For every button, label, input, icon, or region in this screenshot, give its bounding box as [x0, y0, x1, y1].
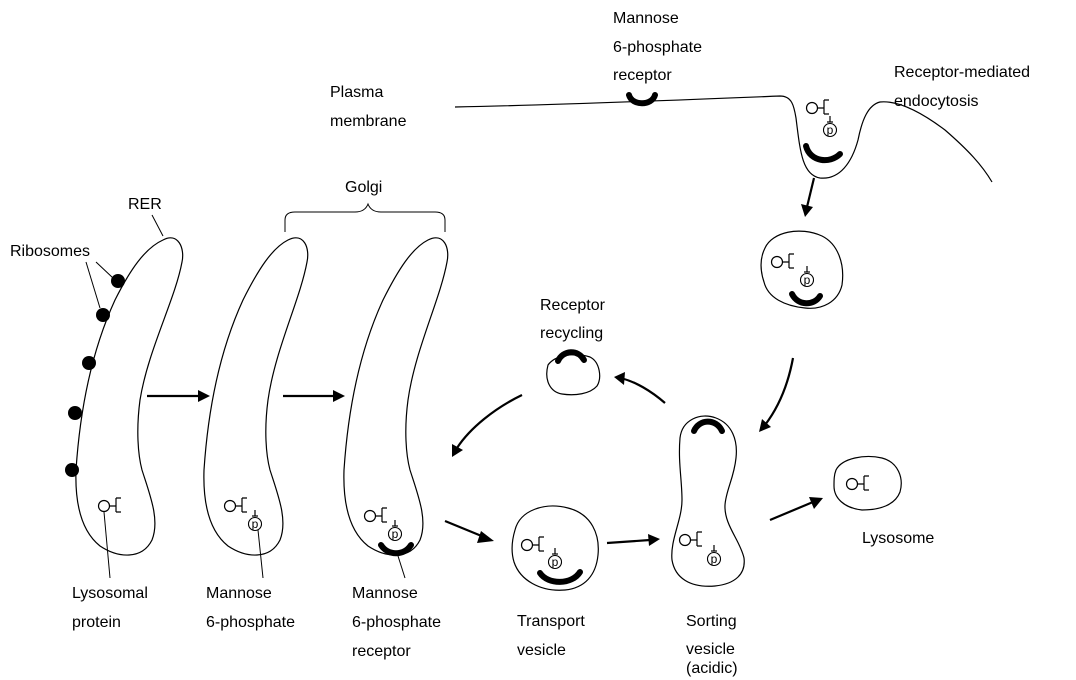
sorting-vesicle-protein: [680, 532, 703, 546]
label-golgi: Golgi: [345, 179, 382, 196]
label-mannose-6-phosphate-receptor: Mannose 6-phosphate receptor: [352, 585, 445, 660]
golgi-cisterna-2: [344, 238, 448, 555]
arrow-transport-to-sorting: [607, 534, 660, 546]
lysosome: [834, 457, 901, 511]
ribosome: [82, 356, 96, 370]
transport-vesicle-receptor: [540, 572, 580, 582]
ribosome: [68, 406, 82, 420]
golgi-brace: [285, 204, 445, 232]
label-lysosomal-protein: Lysosomal protein: [72, 585, 152, 631]
leader-ribosome-1: [96, 262, 113, 278]
phosphate-label: p: [392, 527, 399, 541]
phosphate-label: p: [827, 123, 834, 137]
leader-ribosome-2: [86, 262, 100, 308]
label-plasma-membrane: Plasma membrane: [330, 84, 407, 130]
label-receptor-mediated-endocytosis: Receptor-mediated endocytosis: [894, 64, 1035, 110]
rer-lysosomal-protein: [99, 498, 122, 512]
label-rer: RER: [128, 196, 162, 213]
arrow-vesicle-to-sorting: [759, 358, 793, 432]
phosphate-label: p: [711, 552, 718, 566]
leader-mannose-6-phosphate-receptor: [398, 556, 405, 578]
endocytosis-receptor: [806, 146, 840, 160]
endocytosis-protein: [807, 100, 830, 114]
endocytic-vesicle: [761, 231, 843, 308]
label-lysosome: Lysosome: [862, 530, 934, 547]
phosphate-label: p: [804, 273, 811, 287]
endocytic-vesicle-protein: [772, 254, 795, 268]
phosphate-label: p: [552, 555, 559, 569]
label-mannose-receptor-top: Mannose 6-phosphate receptor: [613, 10, 706, 84]
sorting-vesicle-receptor: [694, 422, 722, 431]
arrow-rer-to-golgi: [147, 390, 210, 402]
lysosome-protein: [847, 476, 870, 490]
ribosome: [96, 308, 110, 322]
label-ribosomes: Ribosomes: [10, 243, 90, 260]
recycling-receptor: [558, 352, 584, 361]
ribosome: [65, 463, 79, 477]
label-mannose-6-phosphate: Mannose 6-phosphate: [206, 585, 295, 631]
leader-lysosomal-protein: [104, 512, 110, 578]
leader-rer: [152, 215, 163, 236]
arrow-golgi-to-golgi: [283, 390, 345, 402]
golgi-1-protein: [225, 498, 248, 512]
label-sorting-vesicle: Sorting vesicle (acidic): [686, 613, 741, 677]
label-transport-vesicle: Transport vesicle: [517, 613, 589, 659]
ribosome: [111, 274, 125, 288]
label-receptor-recycling: Receptor recycling: [540, 297, 609, 342]
arrow-golgi-to-transport-vesicle: [445, 521, 494, 543]
transport-vesicle-protein: [522, 537, 545, 551]
golgi-2-receptor: [381, 545, 411, 553]
recycling-vesicle: [547, 355, 600, 395]
endocytic-vesicle-receptor: [792, 294, 820, 303]
arrow-endocytosis-to-vesicle: [801, 178, 814, 217]
arrow-sorting-to-recycling: [614, 372, 665, 403]
phosphate-label: p: [252, 517, 259, 531]
arrow-recycling-to-golgi: [452, 395, 522, 457]
membrane-receptor-top: [629, 95, 655, 103]
arrow-sorting-to-lysosome: [770, 497, 823, 520]
golgi-2-protein: [365, 508, 388, 522]
